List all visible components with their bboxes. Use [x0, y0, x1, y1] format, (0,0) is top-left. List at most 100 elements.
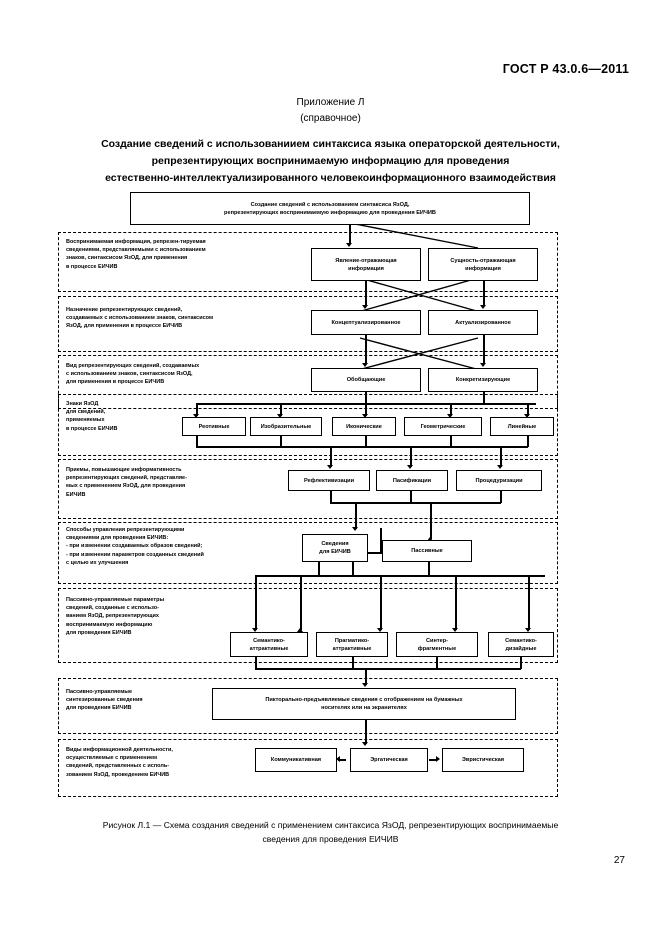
- node-concretizing: Конкретизирующие: [428, 368, 538, 392]
- appendix-kind: (справочное): [300, 113, 361, 124]
- arrow-icon: [377, 628, 383, 632]
- arrow-icon: [352, 527, 358, 531]
- connector: [483, 392, 485, 404]
- connector: [527, 403, 529, 416]
- figure-caption: Рисунок Л.1 — Схема создания сведений с …: [42, 818, 619, 846]
- node-label: Явление-отражающая информация: [335, 257, 397, 272]
- row-band-3: [58, 355, 558, 409]
- row-label-1: Воспринимаемая информация, репрезен-тиру…: [66, 239, 206, 270]
- node-reflectivization: Рефлективизации: [288, 470, 370, 491]
- connector: [368, 552, 381, 554]
- connector: [410, 446, 412, 467]
- connector: [196, 403, 198, 416]
- node-label: Пикторально-предъявляемые сведения с ото…: [265, 697, 463, 711]
- arrow-icon: [336, 756, 340, 762]
- connector: [365, 392, 367, 404]
- page-title-line-2: репрезентирующих воспринимаемую информац…: [151, 155, 510, 167]
- node-passive: Пассивные: [382, 540, 472, 562]
- node-label: Линейные: [507, 423, 537, 430]
- connector: [455, 575, 457, 630]
- node-label: Конкретизирующие: [455, 377, 511, 383]
- connector: [352, 657, 354, 669]
- node-pictorial-presentation: Пикторально-предъявляемые сведения с ото…: [212, 688, 516, 720]
- arrow-icon: [452, 628, 458, 632]
- node-label: Синтер- фрагментные: [417, 637, 457, 652]
- arrow-icon: [252, 628, 258, 632]
- connector: [280, 436, 282, 447]
- connector-bus: [255, 575, 545, 577]
- node-label: Прагматико- аттрактивные: [332, 637, 372, 652]
- arrow-icon: [346, 243, 352, 247]
- connector: [338, 759, 346, 761]
- connector: [330, 491, 332, 503]
- node-sign-iconic: Иконические: [332, 417, 396, 436]
- row-band-1: [58, 232, 558, 292]
- standard-number: ГОСТ Р 43.0.6—2011: [502, 62, 629, 76]
- node-label: Семантико- дизайдные: [505, 637, 537, 652]
- node-generalizing: Обобщающие: [311, 368, 421, 392]
- node-label: Семантико- аттрактивные: [249, 637, 289, 652]
- node-semantic-design: Семантико- дизайдные: [488, 632, 554, 657]
- connector: [365, 335, 367, 364]
- node-label: Пасификации: [392, 477, 432, 484]
- arrow-icon: [277, 414, 283, 418]
- connector: [365, 281, 367, 306]
- connector: [380, 575, 382, 630]
- node-synter-fragment: Синтер- фрагментные: [396, 632, 478, 657]
- node-sign-reotive: Реотивные: [182, 417, 246, 436]
- page-title: Создание сведений с использованиием синт…: [40, 136, 621, 187]
- connector: [436, 657, 438, 669]
- connector: [365, 436, 367, 447]
- row-label-4: Знаки ЯзОД для сведений, применяемых в п…: [66, 401, 118, 432]
- connector: [527, 436, 529, 447]
- connector-bus: [255, 668, 521, 670]
- connector: [450, 436, 452, 447]
- connector: [428, 562, 430, 576]
- page-number: 27: [613, 855, 625, 866]
- connector: [520, 657, 522, 669]
- connector: [429, 759, 437, 761]
- row-label-5: Приемы, повышающие информативность репре…: [66, 467, 187, 498]
- root-node-label: Создание сведений с использованием синта…: [224, 201, 436, 216]
- arrow-icon: [407, 465, 413, 469]
- connector: [380, 528, 382, 554]
- row-label-7: Пассивно-управляемые параметры сведений,…: [66, 597, 165, 636]
- node-label: Концептуализированное: [331, 319, 401, 326]
- connector: [410, 491, 412, 503]
- arrow-icon: [193, 414, 199, 418]
- node-ergatic: Эргатическая: [350, 748, 428, 772]
- arrow-icon: [524, 414, 530, 418]
- node-info-for-eichiv: Сведения для ЕИЧИВ: [302, 534, 368, 562]
- connector: [430, 502, 432, 539]
- node-label: Изобразительные: [260, 423, 312, 430]
- connector: [318, 562, 320, 576]
- node-label: Иконические: [346, 423, 382, 430]
- node-label: Рефлективизации: [303, 477, 355, 484]
- connector: [500, 491, 502, 503]
- arrow-icon: [297, 628, 303, 632]
- row-label-3: Вид репрезентирующих сведений, создаваем…: [66, 363, 200, 386]
- connector: [365, 720, 367, 744]
- connector: [500, 446, 502, 467]
- page-title-line-3: естественно-интеллектуализированного чел…: [105, 172, 556, 184]
- row-label-9: Виды информационной деятельности, осущес…: [66, 747, 173, 778]
- node-label: Геометрические: [420, 423, 466, 430]
- page-title-line-1: Создание сведений с использованиием синт…: [101, 138, 560, 150]
- node-label: Обобщающие: [346, 377, 386, 383]
- connector-bus: [196, 446, 528, 448]
- arrow-icon: [497, 465, 503, 469]
- node-sign-pictorial: Изобразительные: [250, 417, 322, 436]
- node-label: Эвристическая: [461, 757, 505, 763]
- arrow-icon: [362, 742, 368, 746]
- arrow-icon: [447, 414, 453, 418]
- arrow-icon: [427, 537, 433, 541]
- row-label-2: Назначение репрезентирующих сведений, со…: [66, 307, 214, 330]
- connector: [365, 668, 367, 685]
- connector: [255, 657, 257, 669]
- connector: [352, 562, 354, 576]
- node-label: Пассивные: [411, 548, 443, 554]
- row-band-8: [58, 678, 558, 734]
- connector: [450, 403, 452, 416]
- arrow-icon: [480, 305, 486, 309]
